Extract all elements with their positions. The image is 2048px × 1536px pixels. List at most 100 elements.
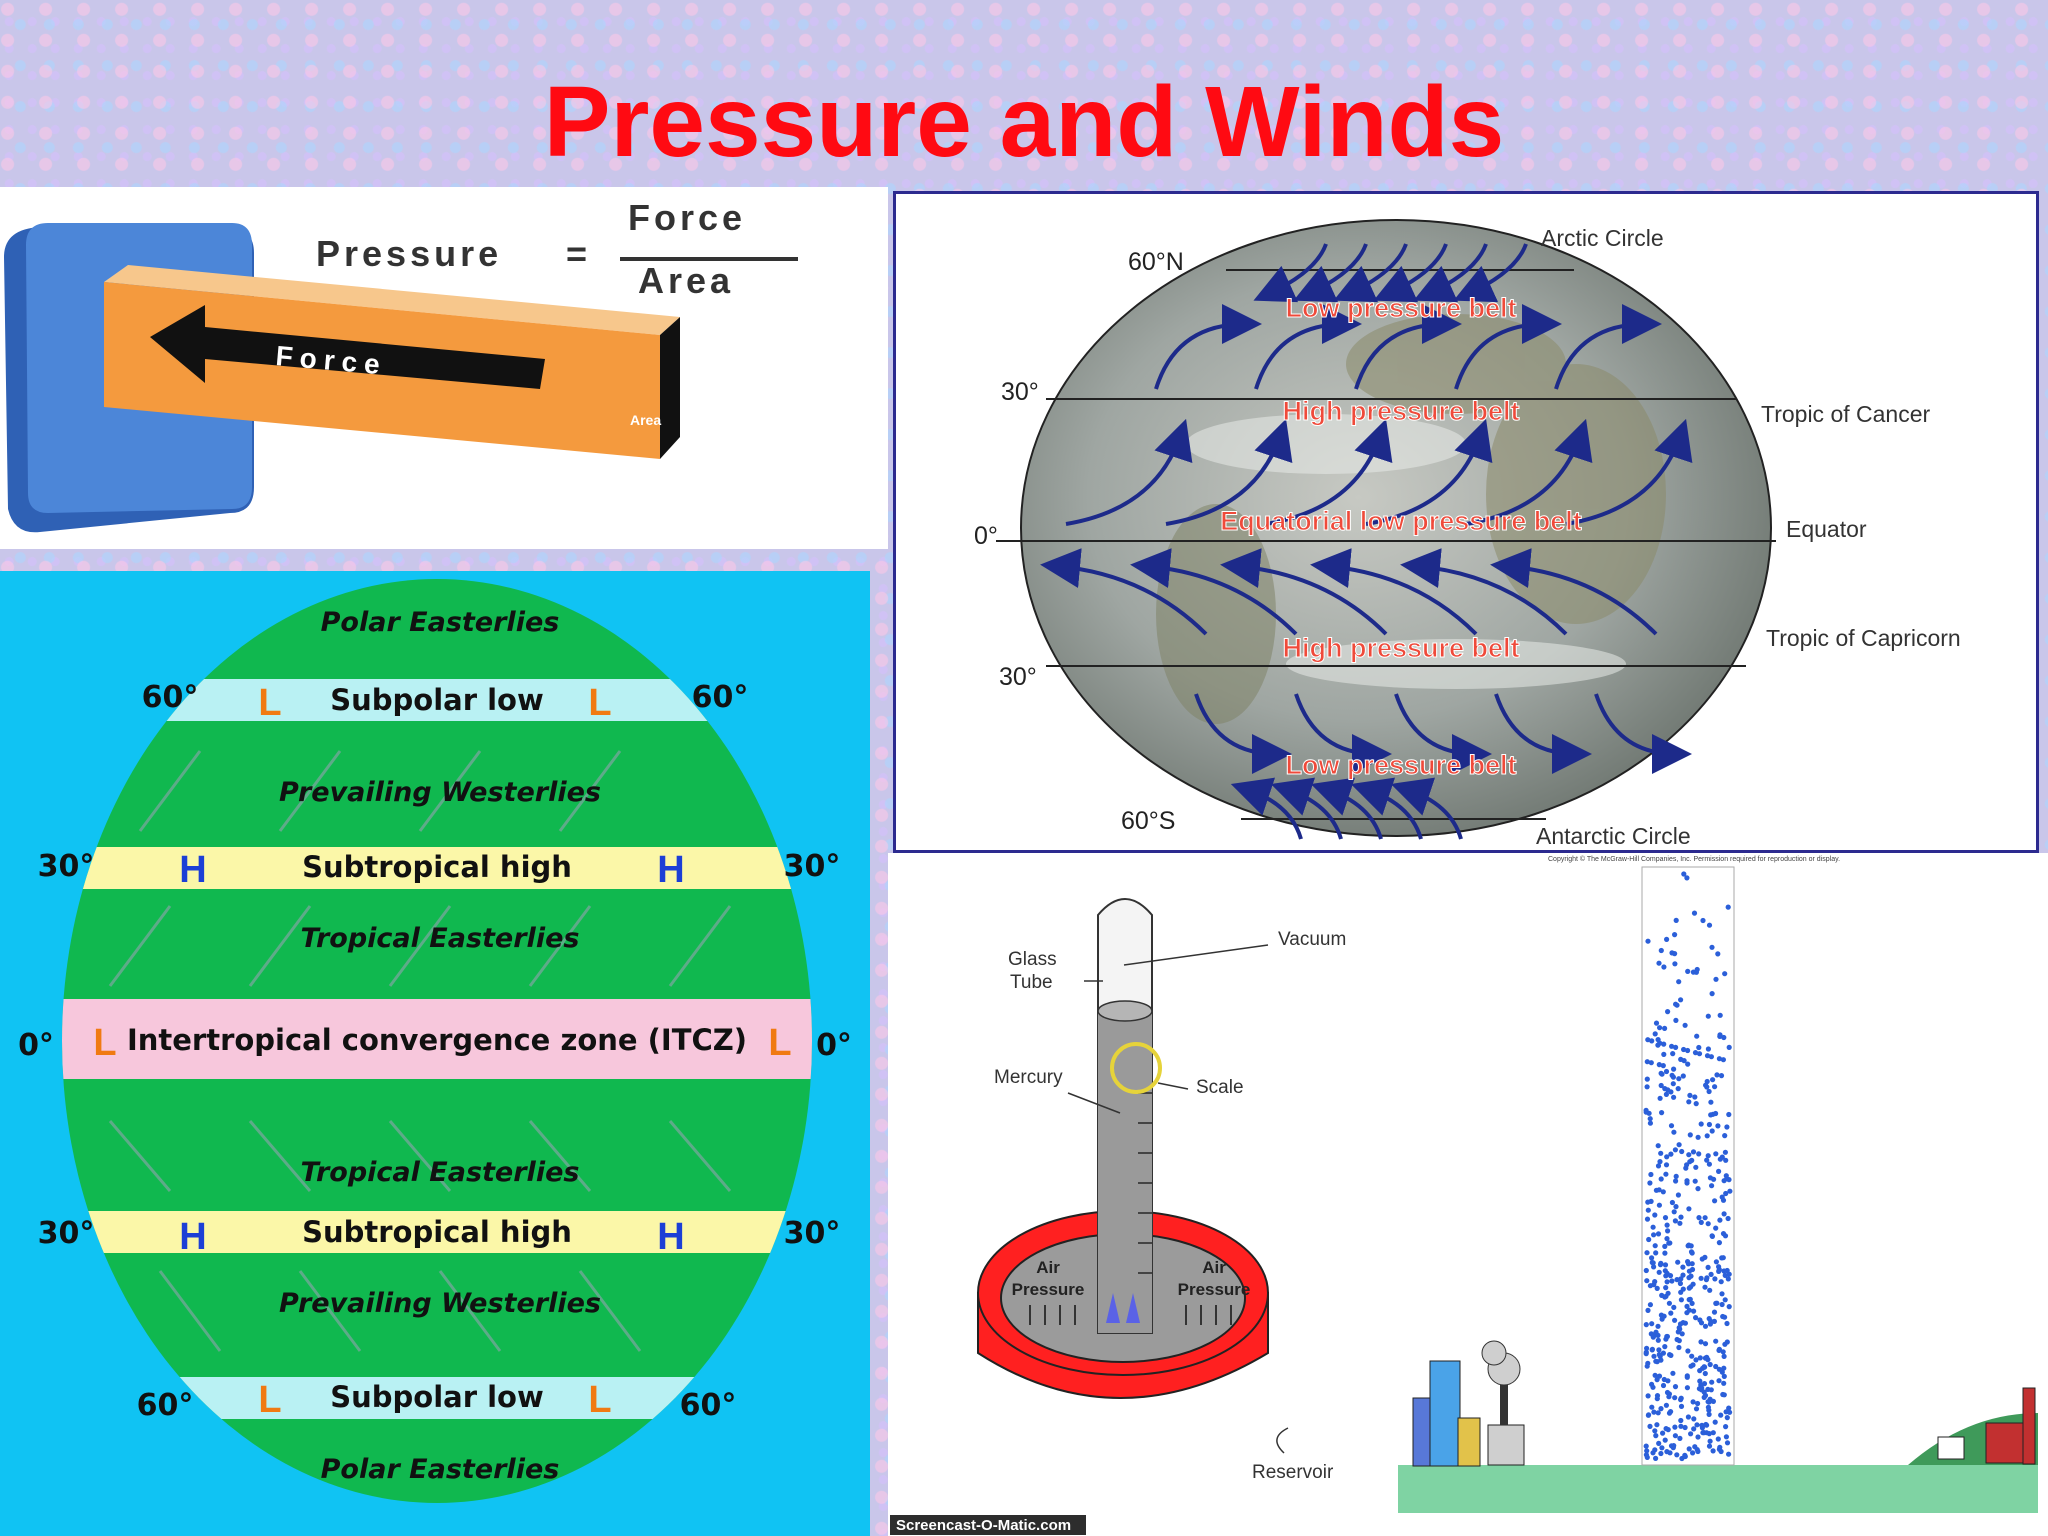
air-molecule-dot xyxy=(1704,1354,1710,1360)
cursor-highlight xyxy=(1110,1042,1162,1094)
air-molecule-dot xyxy=(1706,1411,1712,1417)
air-molecule-dot xyxy=(1695,1448,1701,1455)
air-molecule-dot xyxy=(1663,1091,1669,1097)
air-molecule-dot xyxy=(1684,1178,1690,1184)
air-molecule-dot xyxy=(1656,1202,1662,1208)
air-molecule-dot xyxy=(1669,1043,1675,1049)
wind-cells-panel: Polar Easterlies Subpolar low Prevailing… xyxy=(0,571,870,1536)
air-molecule-dot xyxy=(1711,1318,1717,1324)
air-molecule-dot xyxy=(1655,1231,1662,1237)
air-molecule-dot xyxy=(1658,1150,1664,1156)
latitude-60-label: 60° xyxy=(680,1388,737,1423)
air-molecule-dot xyxy=(1684,1303,1690,1309)
latitude-60-label: 60° xyxy=(137,1388,194,1423)
air-molecule-dot xyxy=(1678,1297,1684,1303)
air-molecule-dot xyxy=(1708,1099,1714,1105)
air-molecule-dot xyxy=(1722,1149,1728,1155)
subtropical-high-south: Subtropical high xyxy=(302,1215,572,1249)
air-molecule-dot xyxy=(1662,1243,1668,1249)
air-molecule-dot xyxy=(1678,1423,1684,1429)
air-molecule-dot xyxy=(1680,1073,1686,1079)
air-molecule-dot xyxy=(1656,1440,1662,1446)
air-molecule-dot xyxy=(1685,1259,1691,1265)
air-molecule-dot xyxy=(1725,904,1731,910)
air-molecule-dot xyxy=(1682,1453,1688,1460)
air-molecule-dot xyxy=(1664,1279,1670,1285)
air-molecule-dot xyxy=(1670,1081,1676,1087)
air-molecule-dot xyxy=(1722,1272,1728,1278)
air-molecule-dot xyxy=(1690,969,1696,975)
air-molecule-dot xyxy=(1712,1419,1718,1425)
air-molecule-dot xyxy=(1717,1032,1723,1038)
air-molecule-dot xyxy=(1686,1099,1692,1105)
scale-label: Scale xyxy=(1196,1077,1244,1098)
air-molecule-dot xyxy=(1717,1012,1723,1018)
air-molecule-dot xyxy=(1712,1084,1718,1090)
air-molecule-dot xyxy=(1711,1309,1718,1315)
air-molecule-dot xyxy=(1699,1385,1705,1391)
air-molecule-dot xyxy=(1695,1134,1701,1140)
air-molecule-dot xyxy=(1690,1149,1697,1155)
air-molecule-dot xyxy=(1651,1232,1657,1238)
air-molecule-dot xyxy=(1706,1431,1712,1437)
air-column-scene xyxy=(1398,866,2038,1513)
air-molecule-dot xyxy=(1670,1051,1676,1057)
air-molecule-dot xyxy=(1655,1042,1661,1048)
air-molecule-dot xyxy=(1668,1310,1674,1316)
air-molecule-dot xyxy=(1716,1346,1722,1352)
air-molecule-dot xyxy=(1688,1431,1694,1437)
air-molecule-dot xyxy=(1668,1151,1674,1157)
air-molecule-dot xyxy=(1708,1271,1714,1277)
air-pressure-left-label-2: Pressure xyxy=(1012,1280,1085,1299)
air-molecule-dot xyxy=(1716,1056,1722,1062)
air-molecule-dot xyxy=(1716,1264,1722,1270)
air-molecule-dot xyxy=(1724,1440,1731,1446)
air-molecule-dot xyxy=(1682,1022,1688,1028)
air-molecule-dot xyxy=(1658,947,1664,954)
air-molecule-dot xyxy=(1686,1307,1692,1313)
air-molecule-dot xyxy=(1722,1297,1728,1303)
air-molecule-dot xyxy=(1685,1348,1691,1354)
air-molecule-dot xyxy=(1660,1063,1666,1069)
air-molecule-dot xyxy=(1727,1188,1733,1194)
air-molecule-dot xyxy=(1693,1315,1699,1321)
air-molecule-dot xyxy=(1678,1403,1685,1409)
farm xyxy=(1908,1387,2038,1465)
air-molecule-dot xyxy=(1703,1082,1709,1088)
air-molecule-dot xyxy=(1650,1260,1656,1266)
air-molecule-dot xyxy=(1659,1292,1665,1298)
air-molecule-dot xyxy=(1657,1095,1663,1101)
subpolar-low-north: Subpolar low xyxy=(330,683,544,717)
subtropical-high-north: Subtropical high xyxy=(302,850,572,884)
air-molecule-dot xyxy=(1645,1307,1651,1313)
air-molecule-dot xyxy=(1655,1143,1661,1149)
air-molecule-dot xyxy=(1708,1387,1714,1393)
air-molecule-dot xyxy=(1663,1336,1669,1342)
air-molecule-dot xyxy=(1657,1025,1663,1031)
air-molecule-dot xyxy=(1661,1051,1667,1057)
air-molecule-dot xyxy=(1668,1123,1675,1129)
air-molecule-dot xyxy=(1647,1180,1653,1186)
air-molecule-dot xyxy=(1686,1446,1692,1452)
air-molecule-dot xyxy=(1644,1059,1650,1065)
air-molecule-dot xyxy=(1702,1254,1708,1260)
air-molecule-dot xyxy=(1652,1447,1658,1453)
low-symbol: L xyxy=(258,682,281,724)
air-molecule-dot xyxy=(1721,1373,1727,1379)
air-molecule-dot xyxy=(1662,1025,1668,1031)
air-molecule-dot xyxy=(1668,1352,1674,1358)
air-molecule-dot xyxy=(1661,1041,1667,1047)
air-molecule-dot xyxy=(1672,1147,1678,1153)
high-symbol: H xyxy=(179,1216,206,1258)
air-molecule-dot xyxy=(1686,1268,1692,1274)
force-arrow xyxy=(150,305,545,389)
low-symbol: L xyxy=(93,1022,116,1064)
air-molecule-dot xyxy=(1721,1034,1727,1041)
vacuum-label: Vacuum xyxy=(1278,929,1346,950)
air-molecule-dot xyxy=(1678,1214,1684,1220)
air-molecule-dot xyxy=(1706,1316,1712,1322)
air-molecule-dot xyxy=(1693,1101,1699,1107)
air-molecule-dot xyxy=(1693,1406,1700,1412)
air-molecule-dot xyxy=(1724,1124,1730,1130)
air-molecule-dot xyxy=(1672,932,1678,938)
